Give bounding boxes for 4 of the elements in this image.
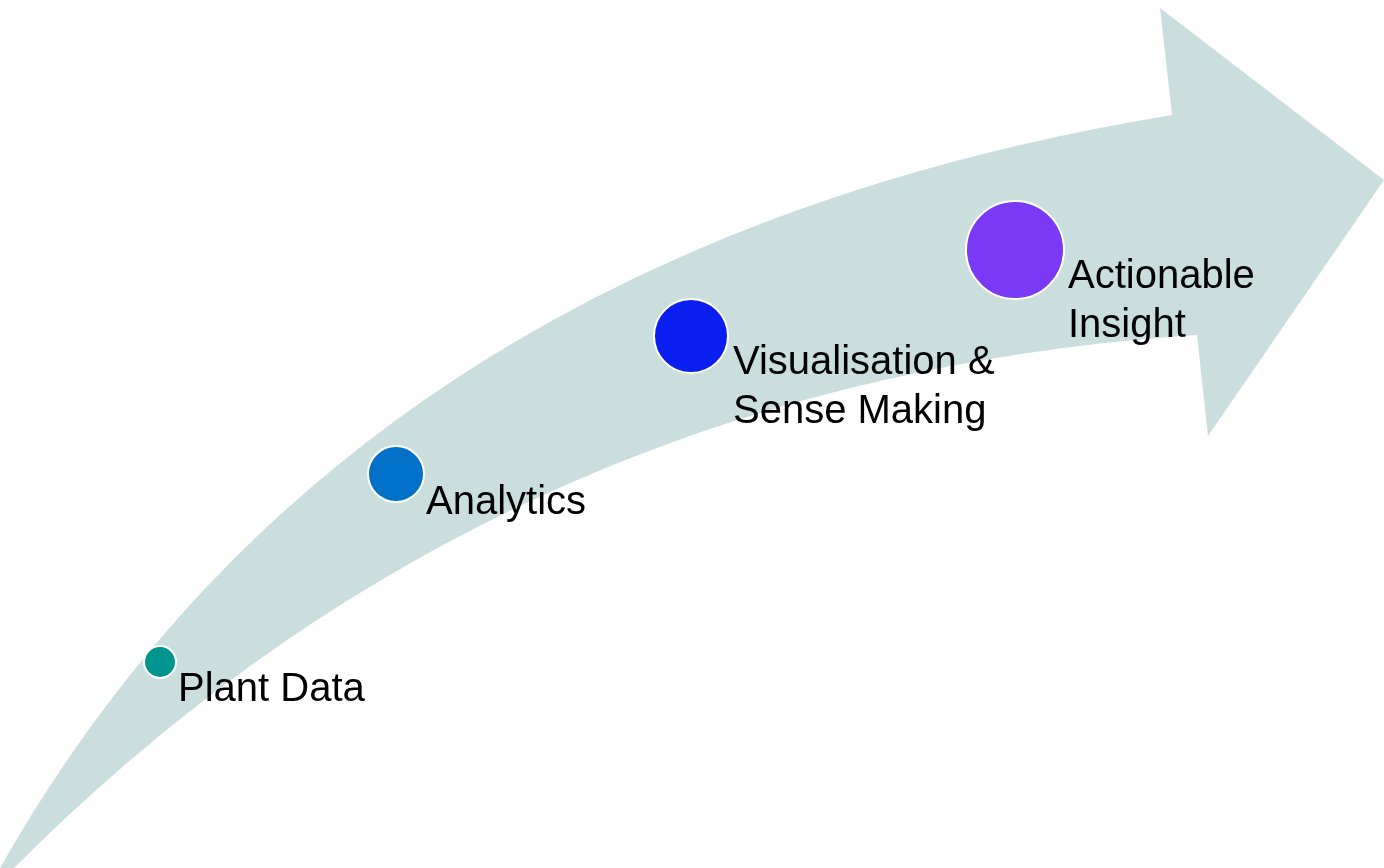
milestone-label: Analytics (426, 477, 588, 524)
milestone-label: Plant Data (178, 664, 366, 711)
milestone-label: Visualisation & Sense Making (733, 337, 996, 433)
milestone-label: Actionable Insight (1068, 251, 1256, 347)
